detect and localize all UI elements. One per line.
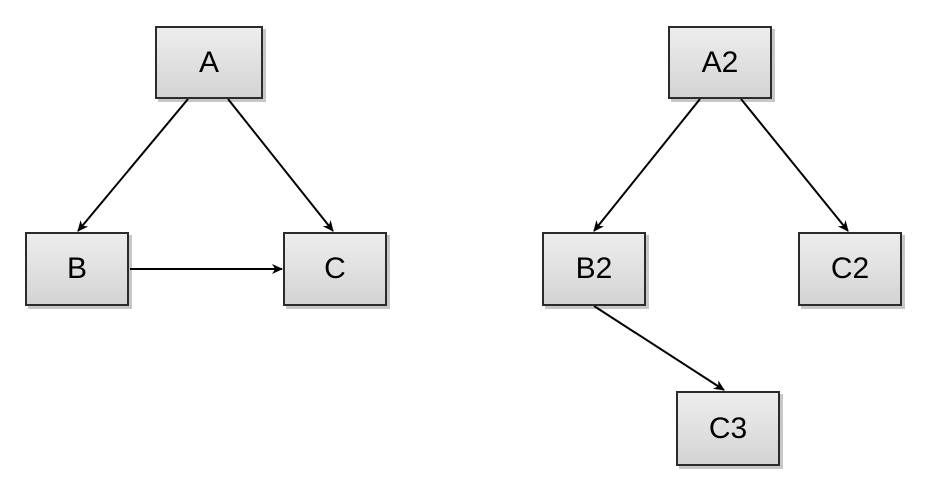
edge-b2-c3[interactable] <box>593 305 725 391</box>
node-label: B2 <box>575 252 613 285</box>
node-label: C3 <box>708 411 748 445</box>
edges-group <box>77 98 849 391</box>
node-c[interactable]: C <box>283 232 387 306</box>
node-a[interactable]: A <box>155 26 263 99</box>
node-label: A <box>198 45 219 79</box>
edge-a2-c2[interactable] <box>740 98 849 232</box>
edge-a-c[interactable] <box>227 98 334 232</box>
node-label: A2 <box>701 45 739 79</box>
node-b2[interactable]: B2 <box>542 232 646 306</box>
node-c3[interactable]: C3 <box>676 391 780 466</box>
node-a2[interactable]: A2 <box>668 26 772 99</box>
edge-a-b[interactable] <box>77 98 189 232</box>
node-b[interactable]: B <box>25 232 129 306</box>
edge-a2-b2[interactable] <box>593 98 701 232</box>
node-label: B <box>66 252 87 285</box>
node-label: C2 <box>830 252 870 285</box>
node-c2[interactable]: C2 <box>798 232 902 306</box>
node-label: C <box>324 252 346 285</box>
